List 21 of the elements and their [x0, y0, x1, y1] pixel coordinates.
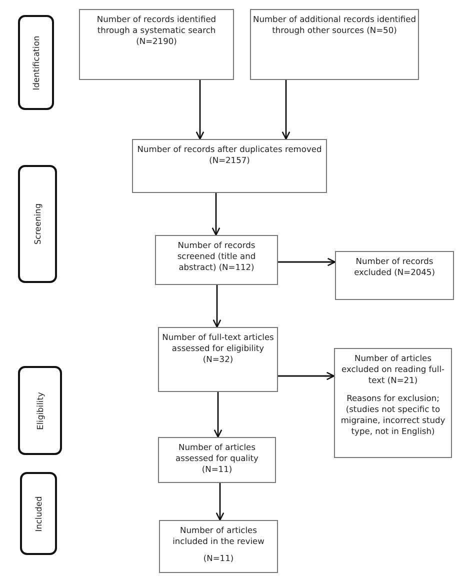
process-box: Number of additional records identified through other sources (N=50) [250, 9, 419, 80]
process-box: Number of articles assessed for quality (N=11) [158, 437, 276, 483]
process-box: Number of records identified through a systematic search (N=2190) [79, 9, 234, 80]
arrow [216, 483, 224, 521]
arrow [282, 80, 290, 140]
stage-label-box: Included [20, 472, 57, 555]
arrow [196, 80, 204, 140]
arrow [212, 193, 220, 236]
arrow [212, 285, 222, 328]
stage-label-box: Identification [18, 15, 54, 110]
arrow [278, 258, 336, 266]
process-box: Number of articles included in the review (N=11) [159, 520, 278, 573]
stage-label-box: Screening [18, 165, 57, 283]
process-box: Number of articles excluded on reading full-text (N=21) Reasons for exclusion; (studies not specific to migraine, incorrect study type, not in English) [334, 348, 452, 458]
arrow [214, 392, 222, 438]
process-box: Number of records screened (title and abstract) (N=112) [155, 235, 278, 285]
process-box: Number of records excluded (N=2045) [335, 251, 454, 300]
arrow [278, 372, 335, 380]
process-box: Number of full-text articles assessed for eligibility (N=32) [158, 327, 278, 392]
stage-label-box: Eligibility [18, 366, 62, 455]
process-box: Number of records after duplicates removed (N=2157) [132, 139, 327, 193]
